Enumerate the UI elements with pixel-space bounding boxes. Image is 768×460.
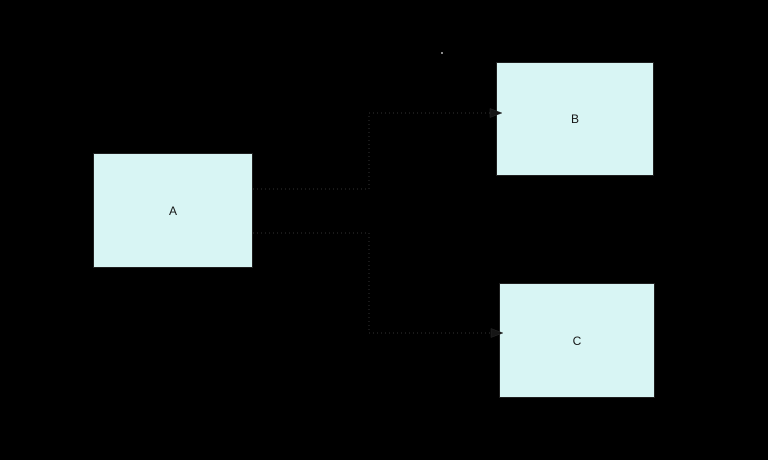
node-B-label: B	[570, 112, 579, 126]
node-C-label: C	[572, 333, 582, 348]
node-A[interactable]: A	[93, 153, 253, 268]
edge-A-to-B	[253, 112, 490, 190]
edge-A-to-C	[253, 232, 491, 334]
node-A-label: A	[168, 203, 177, 218]
node-C[interactable]: C	[499, 283, 655, 398]
stray-speck	[441, 52, 443, 54]
node-B[interactable]: B	[496, 62, 654, 176]
